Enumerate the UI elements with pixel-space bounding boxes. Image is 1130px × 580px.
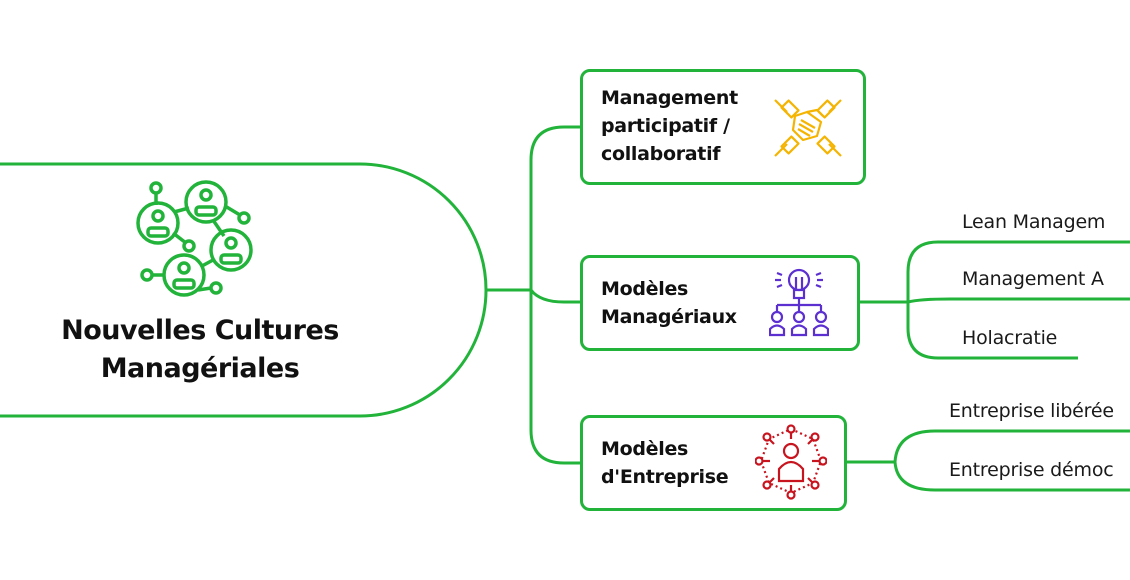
leaf-lean-management[interactable]: Lean Managem (962, 211, 1106, 233)
branch-1-line-2: participatif / (601, 115, 730, 137)
root-node-border (0, 162, 488, 418)
connector-branch-1 (529, 125, 581, 290)
handshake-hands-icon (774, 99, 842, 157)
leaf-management-agile[interactable]: Management A (962, 268, 1104, 290)
branch-3-label: Modèles d'Entreprise (601, 435, 729, 491)
branch-2-line-2: Managériaux (601, 306, 737, 328)
branch-1-line-3: collaboratif (601, 143, 721, 165)
leaf-holacratie[interactable]: Holacratie (962, 327, 1058, 349)
connector-leaf-holacratie (906, 302, 1078, 360)
connector-leaf-agile (907, 297, 1130, 304)
connector-branch-2 (529, 289, 581, 304)
branch-3-line-1: Modèles (601, 438, 689, 460)
root-title-line-2: Managériales (100, 353, 300, 384)
branch-node-modeles-manageriaux[interactable]: Modèles Managériaux (580, 255, 860, 351)
connector-leaf-democratique (893, 461, 1130, 492)
branch-node-management-participatif[interactable]: Management participatif / collaboratif (580, 69, 866, 185)
connector-leaf-liberee (893, 429, 1130, 463)
branch-3-line-2: d'Entreprise (601, 466, 729, 488)
people-network-icon (136, 180, 253, 297)
branch-node-modeles-entreprise[interactable]: Modèles d'Entreprise (580, 415, 847, 511)
root-node[interactable]: Nouvelles Cultures Managériales (20, 312, 380, 388)
branch-1-label: Management participatif / collaboratif (601, 84, 738, 168)
connector-branch-3 (529, 290, 581, 465)
connector-leaf-lean (906, 240, 1130, 302)
leaf-entreprise-democratique[interactable]: Entreprise démoc (949, 459, 1114, 481)
leaf-entreprise-liberee[interactable]: Entreprise libérée (949, 400, 1114, 422)
root-title-line-1: Nouvelles Cultures (61, 315, 339, 346)
branch-1-line-1: Management (601, 87, 738, 109)
branch-2-label: Modèles Managériaux (601, 275, 737, 331)
lightbulb-team-icon (769, 268, 829, 337)
person-network-icon (755, 424, 827, 500)
branch-2-line-1: Modèles (601, 278, 689, 300)
